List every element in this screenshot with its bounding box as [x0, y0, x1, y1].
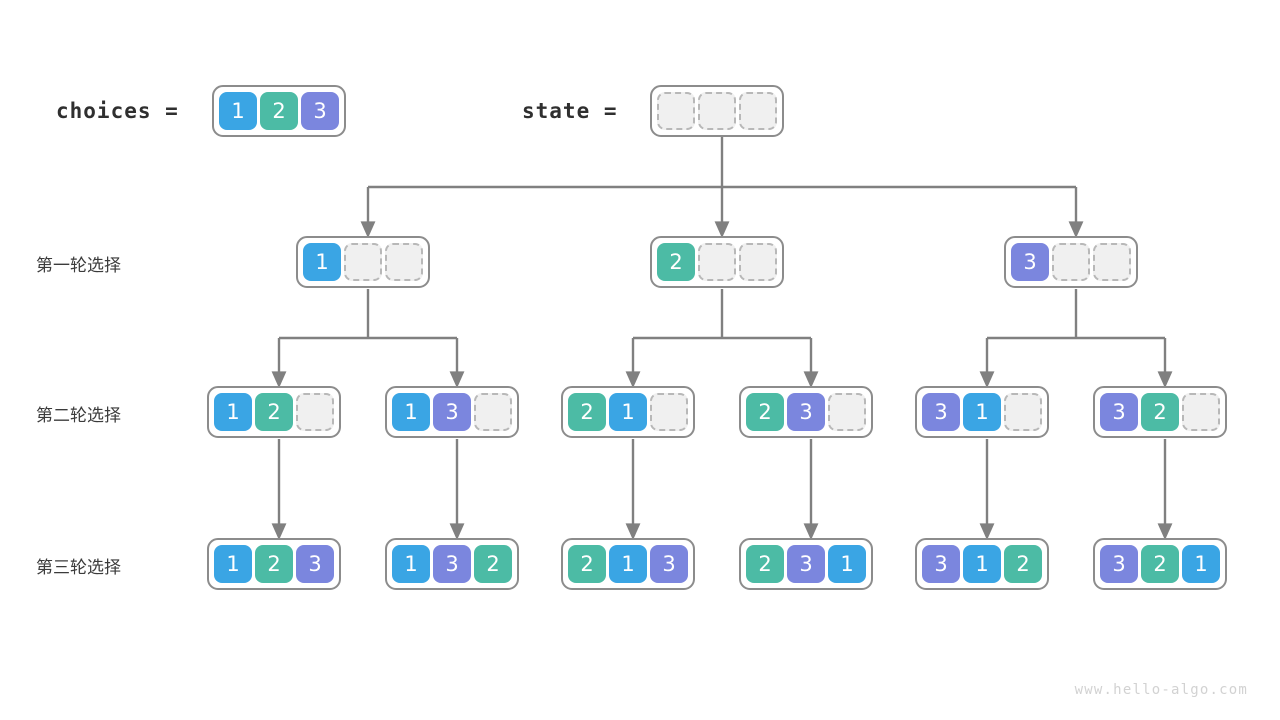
- round1-node-3-cell-2: [1052, 243, 1090, 281]
- round3-node-6-cell-1: 3: [1100, 545, 1138, 583]
- round1-node-1-cell-3: [385, 243, 423, 281]
- round3-node-5-cell-1: 3: [922, 545, 960, 583]
- round3-node-1-cell-1: 1: [214, 545, 252, 583]
- round2-node-3-cell-3: [650, 393, 688, 431]
- state-cell-2: [698, 92, 736, 130]
- round1-node-3-cell-1: 3: [1011, 243, 1049, 281]
- round1-node-2-cell-2: [698, 243, 736, 281]
- round2-node-3-cell-1: 2: [568, 393, 606, 431]
- round2-node-4-cell-1: 2: [746, 393, 784, 431]
- round2-node-2-cell-1: 1: [392, 393, 430, 431]
- round2-node-3-cell-2: 1: [609, 393, 647, 431]
- round3-node-4-cell-1: 2: [746, 545, 784, 583]
- state-array: [650, 85, 784, 137]
- round2-node-6-cell-1: 3: [1100, 393, 1138, 431]
- choices-cell-2: 2: [260, 92, 298, 130]
- state-cell-1: [657, 92, 695, 130]
- round2-node-5-cell-3: [1004, 393, 1042, 431]
- round3-node-2-cell-3: 2: [474, 545, 512, 583]
- round2-node-5-cell-2: 1: [963, 393, 1001, 431]
- round1-node-2-cell-1: 2: [657, 243, 695, 281]
- round3-node-6-cell-3: 1: [1182, 545, 1220, 583]
- choices-cell-3: 3: [301, 92, 339, 130]
- state-label: state =: [522, 99, 618, 123]
- state-cell-3: [739, 92, 777, 130]
- choices-label: choices =: [56, 99, 179, 123]
- round3-node-5-cell-3: 2: [1004, 545, 1042, 583]
- row-label-round-2: 第二轮选择: [36, 406, 121, 426]
- round2-node-1-cell-1: 1: [214, 393, 252, 431]
- row-label-round-1: 第一轮选择: [36, 256, 121, 276]
- round3-node-1-cell-2: 2: [255, 545, 293, 583]
- row-label-round-3: 第三轮选择: [36, 558, 121, 578]
- round3-node-3-cell-2: 1: [609, 545, 647, 583]
- round1-node-1-cell-2: [344, 243, 382, 281]
- round3-node-4-cell-2: 3: [787, 545, 825, 583]
- round2-node-2-cell-2: 3: [433, 393, 471, 431]
- round2-node-1-cell-3: [296, 393, 334, 431]
- round1-node-2-cell-3: [739, 243, 777, 281]
- round1-node-1: 1: [296, 236, 430, 288]
- round2-node-6-cell-3: [1182, 393, 1220, 431]
- round2-node-1-cell-2: 2: [255, 393, 293, 431]
- choices-cell-1: 1: [219, 92, 257, 130]
- round3-node-4-cell-3: 1: [828, 545, 866, 583]
- round2-node-5-cell-1: 3: [922, 393, 960, 431]
- round1-node-1-cell-1: 1: [303, 243, 341, 281]
- round3-node-3-cell-3: 3: [650, 545, 688, 583]
- round3-node-6-cell-2: 2: [1141, 545, 1179, 583]
- round2-node-2-cell-3: [474, 393, 512, 431]
- round2-node-4-cell-3: [828, 393, 866, 431]
- watermark: www.hello-algo.com: [1074, 682, 1248, 698]
- round2-node-4-cell-2: 3: [787, 393, 825, 431]
- round2-node-6-cell-2: 2: [1141, 393, 1179, 431]
- round3-node-3-cell-1: 2: [568, 545, 606, 583]
- round3-node-2-cell-1: 1: [392, 545, 430, 583]
- round1-node-3: 3: [1004, 236, 1138, 288]
- round3-node-2-cell-2: 3: [433, 545, 471, 583]
- round3-node-5-cell-2: 1: [963, 545, 1001, 583]
- round1-node-2: 2: [650, 236, 784, 288]
- round1-node-3-cell-3: [1093, 243, 1131, 281]
- round3-node-1-cell-3: 3: [296, 545, 334, 583]
